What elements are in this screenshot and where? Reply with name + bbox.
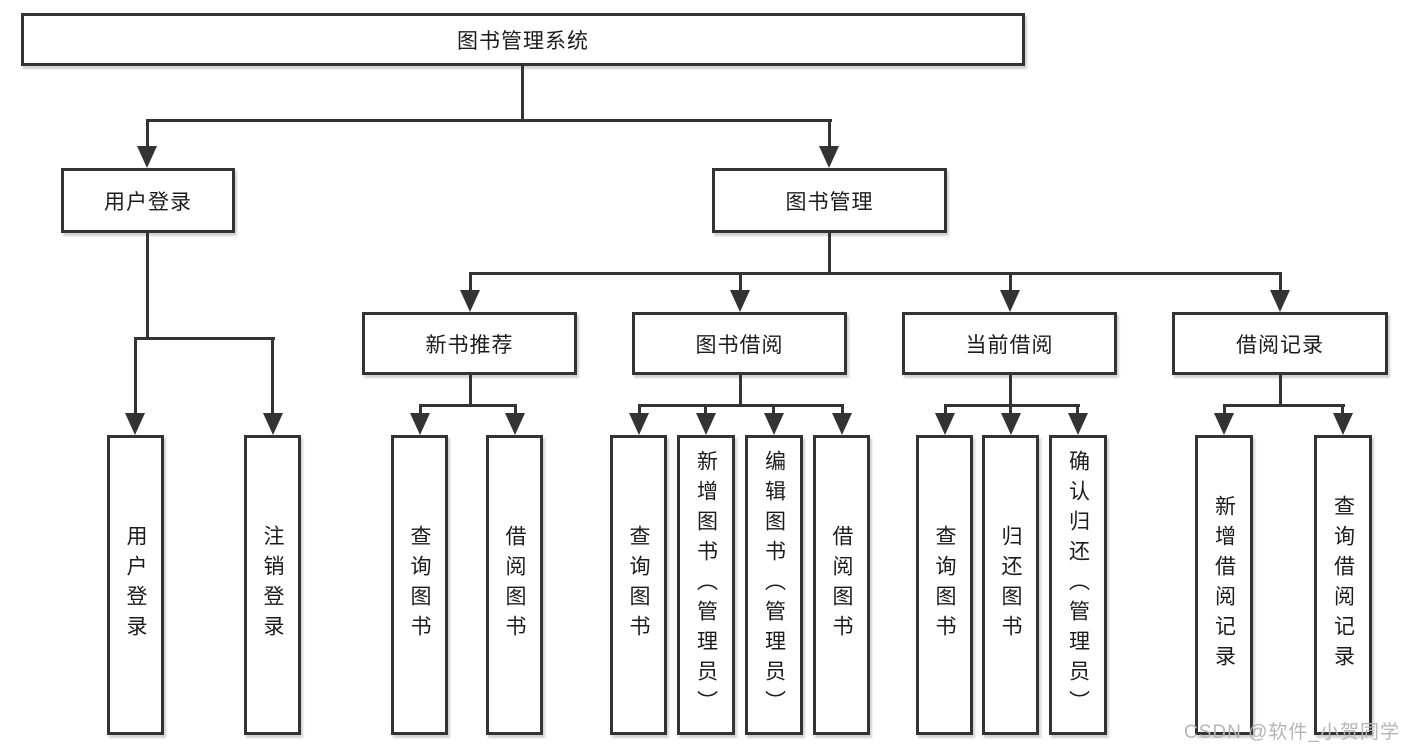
node-new-book-recommend-label: 新书推荐 [425, 333, 514, 357]
connector-line [1341, 404, 1344, 420]
arrow-down-icon [137, 146, 157, 168]
arrow-down-icon [460, 290, 480, 312]
leaf-query-books-current-label: 查询图书 [933, 525, 956, 645]
connector-line [739, 272, 742, 296]
leaf-confirm-return-admin: 确认归还（管理员） [1049, 435, 1107, 735]
connector-line [271, 337, 274, 419]
connector-line [419, 404, 422, 420]
node-current-borrow-label: 当前借阅 [965, 333, 1054, 357]
node-book-management-label: 图书管理 [785, 190, 874, 214]
arrow-down-icon [1333, 413, 1353, 435]
connector-line [1279, 375, 1282, 407]
connector-line [469, 272, 472, 296]
leaf-query-books-borrow-label: 查询图书 [627, 525, 650, 645]
leaf-add-borrow-record: 新增借阅记录 [1195, 435, 1253, 735]
leaf-borrow-books-label: 借阅图书 [830, 525, 853, 645]
connector-line [1279, 272, 1282, 296]
arrow-down-icon [629, 413, 649, 435]
node-book-management: 图书管理 [712, 168, 947, 233]
connector-line [134, 337, 275, 340]
leaf-edit-book-admin-label: 编辑图书（管理员） [762, 450, 786, 720]
leaf-logout-label: 注销登录 [261, 525, 284, 645]
node-new-book-recommend: 新书推荐 [362, 312, 577, 375]
connector-line [638, 404, 641, 420]
arrow-down-icon [1270, 290, 1290, 312]
connector-line [638, 404, 844, 407]
node-root-label: 图书管理系统 [457, 29, 589, 53]
leaf-add-book-admin-label: 新增图书（管理员） [694, 450, 718, 720]
leaf-return-book-label: 归还图书 [999, 525, 1022, 645]
node-current-borrow: 当前借阅 [902, 312, 1117, 375]
connector-line [841, 404, 844, 420]
leaf-query-borrow-record-label: 查询借阅记录 [1331, 495, 1355, 675]
csdn-watermark: CSDN @软件_小贺同学 [1184, 722, 1400, 743]
connector-line [134, 337, 137, 419]
leaf-user-login-label: 用户登录 [124, 525, 147, 645]
arrow-down-icon [764, 413, 784, 435]
node-book-borrow-label: 图书借阅 [695, 333, 784, 357]
connector-line [944, 404, 947, 420]
connector-line [521, 64, 524, 122]
node-borrow-records-label: 借阅记录 [1236, 333, 1324, 357]
node-user-login-label: 用户登录 [104, 190, 192, 214]
arrow-down-icon [696, 413, 716, 435]
leaf-logout: 注销登录 [244, 435, 301, 735]
connector-line [944, 404, 1080, 407]
node-book-borrow: 图书借阅 [632, 312, 847, 375]
connector-line [146, 233, 149, 340]
connector-line [1009, 272, 1012, 296]
leaf-borrow-books-recommend-label: 借阅图书 [503, 525, 526, 645]
node-root: 图书管理系统 [21, 13, 1025, 66]
arrow-down-icon [730, 290, 750, 312]
connector-line [1009, 375, 1012, 407]
arrow-down-icon [410, 413, 430, 435]
node-user-login: 用户登录 [61, 168, 235, 233]
arrow-down-icon [1001, 413, 1021, 435]
leaf-confirm-return-admin-label: 确认归还（管理员） [1066, 450, 1090, 720]
connector-line [419, 404, 517, 407]
connector-line [772, 404, 775, 420]
connector-line [146, 119, 149, 150]
leaf-edit-book-admin: 编辑图书（管理员） [745, 435, 803, 735]
connector-line [1076, 404, 1079, 420]
connector-line [828, 233, 831, 275]
connector-line [469, 375, 472, 407]
arrow-down-icon [832, 413, 852, 435]
leaf-query-books-recommend: 查询图书 [391, 435, 448, 735]
arrow-down-icon [819, 146, 839, 168]
leaf-return-book: 归还图书 [982, 435, 1039, 735]
connector-line [514, 404, 517, 420]
connector-line [469, 272, 1281, 275]
arrow-down-icon [263, 413, 283, 435]
leaf-borrow-books-recommend: 借阅图书 [486, 435, 543, 735]
leaf-user-login: 用户登录 [107, 435, 164, 735]
leaf-borrow-books: 借阅图书 [813, 435, 870, 735]
arrow-down-icon [505, 413, 525, 435]
arrow-down-icon [125, 413, 145, 435]
leaf-add-book-admin: 新增图书（管理员） [677, 435, 735, 735]
arrow-down-icon [1214, 413, 1234, 435]
leaf-query-books-borrow: 查询图书 [610, 435, 667, 735]
connector-line [739, 375, 742, 407]
connector-line [1223, 404, 1345, 407]
arrow-down-icon [1000, 290, 1020, 312]
leaf-query-books-recommend-label: 查询图书 [408, 525, 431, 645]
connector-line [146, 119, 832, 122]
node-borrow-records: 借阅记录 [1172, 312, 1388, 375]
leaf-query-books-current: 查询图书 [916, 435, 973, 735]
arrow-down-icon [935, 413, 955, 435]
leaf-query-borrow-record: 查询借阅记录 [1314, 435, 1372, 735]
arrow-down-icon [1068, 413, 1088, 435]
connector-line [828, 119, 831, 150]
connector-line [1009, 404, 1012, 420]
leaf-add-borrow-record-label: 新增借阅记录 [1212, 495, 1236, 675]
connector-line [1223, 404, 1226, 420]
connector-line [704, 404, 707, 420]
